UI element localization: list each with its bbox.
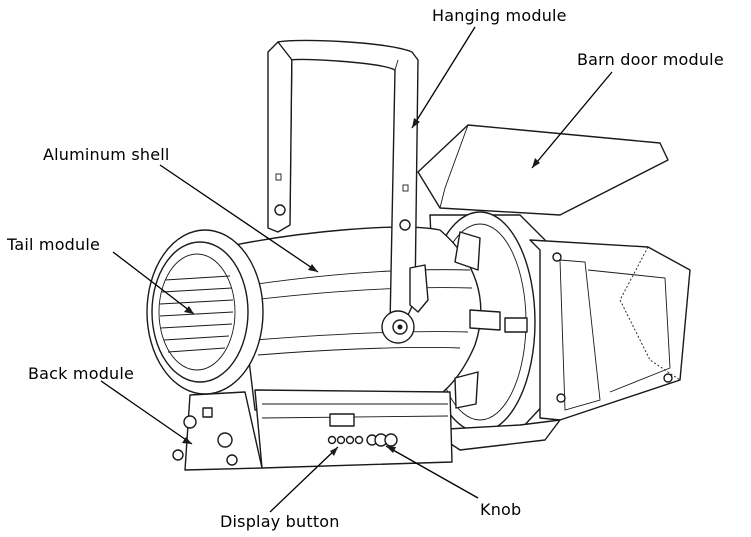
leader-barn-door-module <box>531 71 613 169</box>
label-tail-module: Tail module <box>7 235 101 254</box>
leader-hanging-module <box>411 26 476 129</box>
leader-back-module <box>100 380 193 445</box>
label-display-button: Display button <box>220 512 340 531</box>
label-knob: Knob <box>480 500 522 519</box>
leader-tail-module <box>112 251 195 315</box>
label-back-module: Back module <box>28 364 135 383</box>
barn-door-bottom-leaf <box>429 419 561 451</box>
barn-door-side-leaf <box>529 239 691 421</box>
leader-knob <box>385 445 479 499</box>
barn-door-top-leaf <box>417 124 669 216</box>
label-hanging-module: Hanging module <box>432 6 567 25</box>
leader-lines <box>100 26 613 513</box>
label-aluminum-shell: Aluminum shell <box>43 145 170 164</box>
label-barn-door-module: Barn door module <box>577 50 724 69</box>
yoke-back-arm <box>267 41 293 233</box>
leader-aluminum-shell <box>159 164 319 273</box>
housing <box>146 226 501 471</box>
yoke-front-arm <box>277 39 429 344</box>
leader-display-button <box>269 446 339 513</box>
